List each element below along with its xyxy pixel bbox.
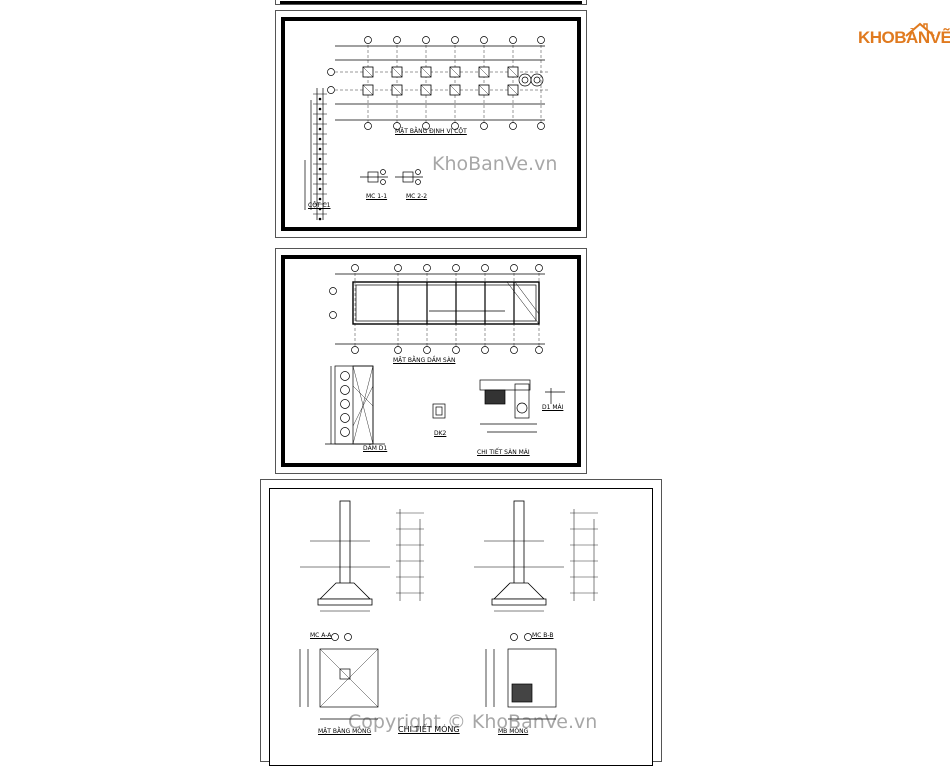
sheet2-detail-right-label: D1 MÁI	[542, 404, 564, 411]
khobanve-logo[interactable]: KHOBẢNVẼ	[858, 14, 950, 54]
sheet1-section-a-label: MC 1-1	[366, 193, 388, 200]
site-watermark: KhoBanVe.vn	[432, 153, 558, 175]
previous-drawing-sheet-edge	[275, 0, 587, 5]
sheet1-plan-title: MẶT BẰNG ĐỊNH VỊ CỘT	[395, 128, 467, 135]
logo-text: KHOBẢNVẼ	[858, 28, 950, 47]
sheet1-section-b-label: MC 2-2	[406, 193, 428, 200]
sheet1-column-title: CỘT C1	[308, 202, 331, 209]
house-roof-icon	[905, 22, 935, 37]
sheet3-title: CHI TIẾT MÓNG	[398, 725, 460, 734]
floor-beams-drawing	[325, 264, 565, 445]
sheet3-section-left-label: MC A-A	[310, 632, 332, 639]
column-layout-drawing	[304, 36, 550, 221]
drawing-sheet-foundation[interactable]	[260, 479, 662, 766]
foundation-drawing	[299, 500, 598, 720]
sheet2-plan-title: MẶT BẰNG DẦM SÀN	[393, 357, 456, 364]
sheet3-plan-left-label: MẶT BẰNG MÓNG	[318, 728, 372, 735]
sheet3-plan-right-label: MB MÓNG	[498, 728, 529, 735]
sheet2-detail-title: CHI TIẾT SÀN MÁI	[477, 449, 530, 456]
sheet2-detail-mid-label: DK2	[434, 430, 447, 437]
sheet2-detail-left-label: DẦM D1	[363, 445, 388, 452]
sheet3-section-right-label: MC B-B	[532, 632, 554, 639]
copyright-watermark: Copyright © KhoBanVe.vn	[348, 711, 598, 733]
